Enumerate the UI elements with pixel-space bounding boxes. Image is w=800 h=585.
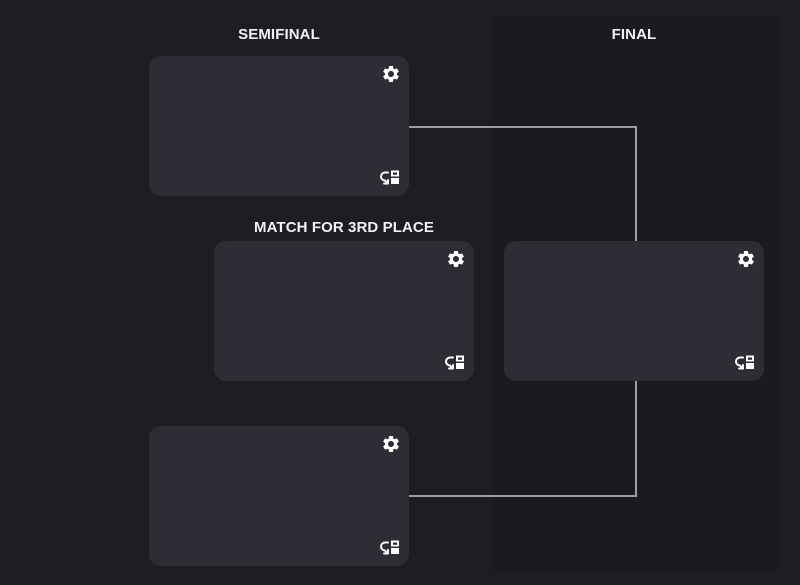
swap-layout-icon[interactable] [379, 166, 403, 190]
third-place-match-card[interactable] [214, 241, 474, 381]
gear-icon[interactable] [444, 247, 468, 271]
third-place-heading: MATCH FOR 3RD PLACE [254, 219, 434, 236]
final-match-card[interactable] [504, 241, 764, 381]
semifinal-match-1-card[interactable] [149, 56, 409, 196]
semifinal-heading: SEMIFINAL [238, 26, 320, 43]
gear-icon[interactable] [379, 432, 403, 456]
final-heading: FINAL [611, 26, 657, 43]
gear-icon[interactable] [734, 247, 758, 271]
semifinal-match-2-card[interactable] [149, 426, 409, 566]
swap-layout-icon[interactable] [444, 351, 468, 375]
swap-layout-icon[interactable] [379, 536, 403, 560]
bracket-connector-bottom [409, 380, 637, 497]
gear-icon[interactable] [379, 62, 403, 86]
swap-layout-icon[interactable] [734, 351, 758, 375]
bracket-connector-top [409, 126, 637, 242]
